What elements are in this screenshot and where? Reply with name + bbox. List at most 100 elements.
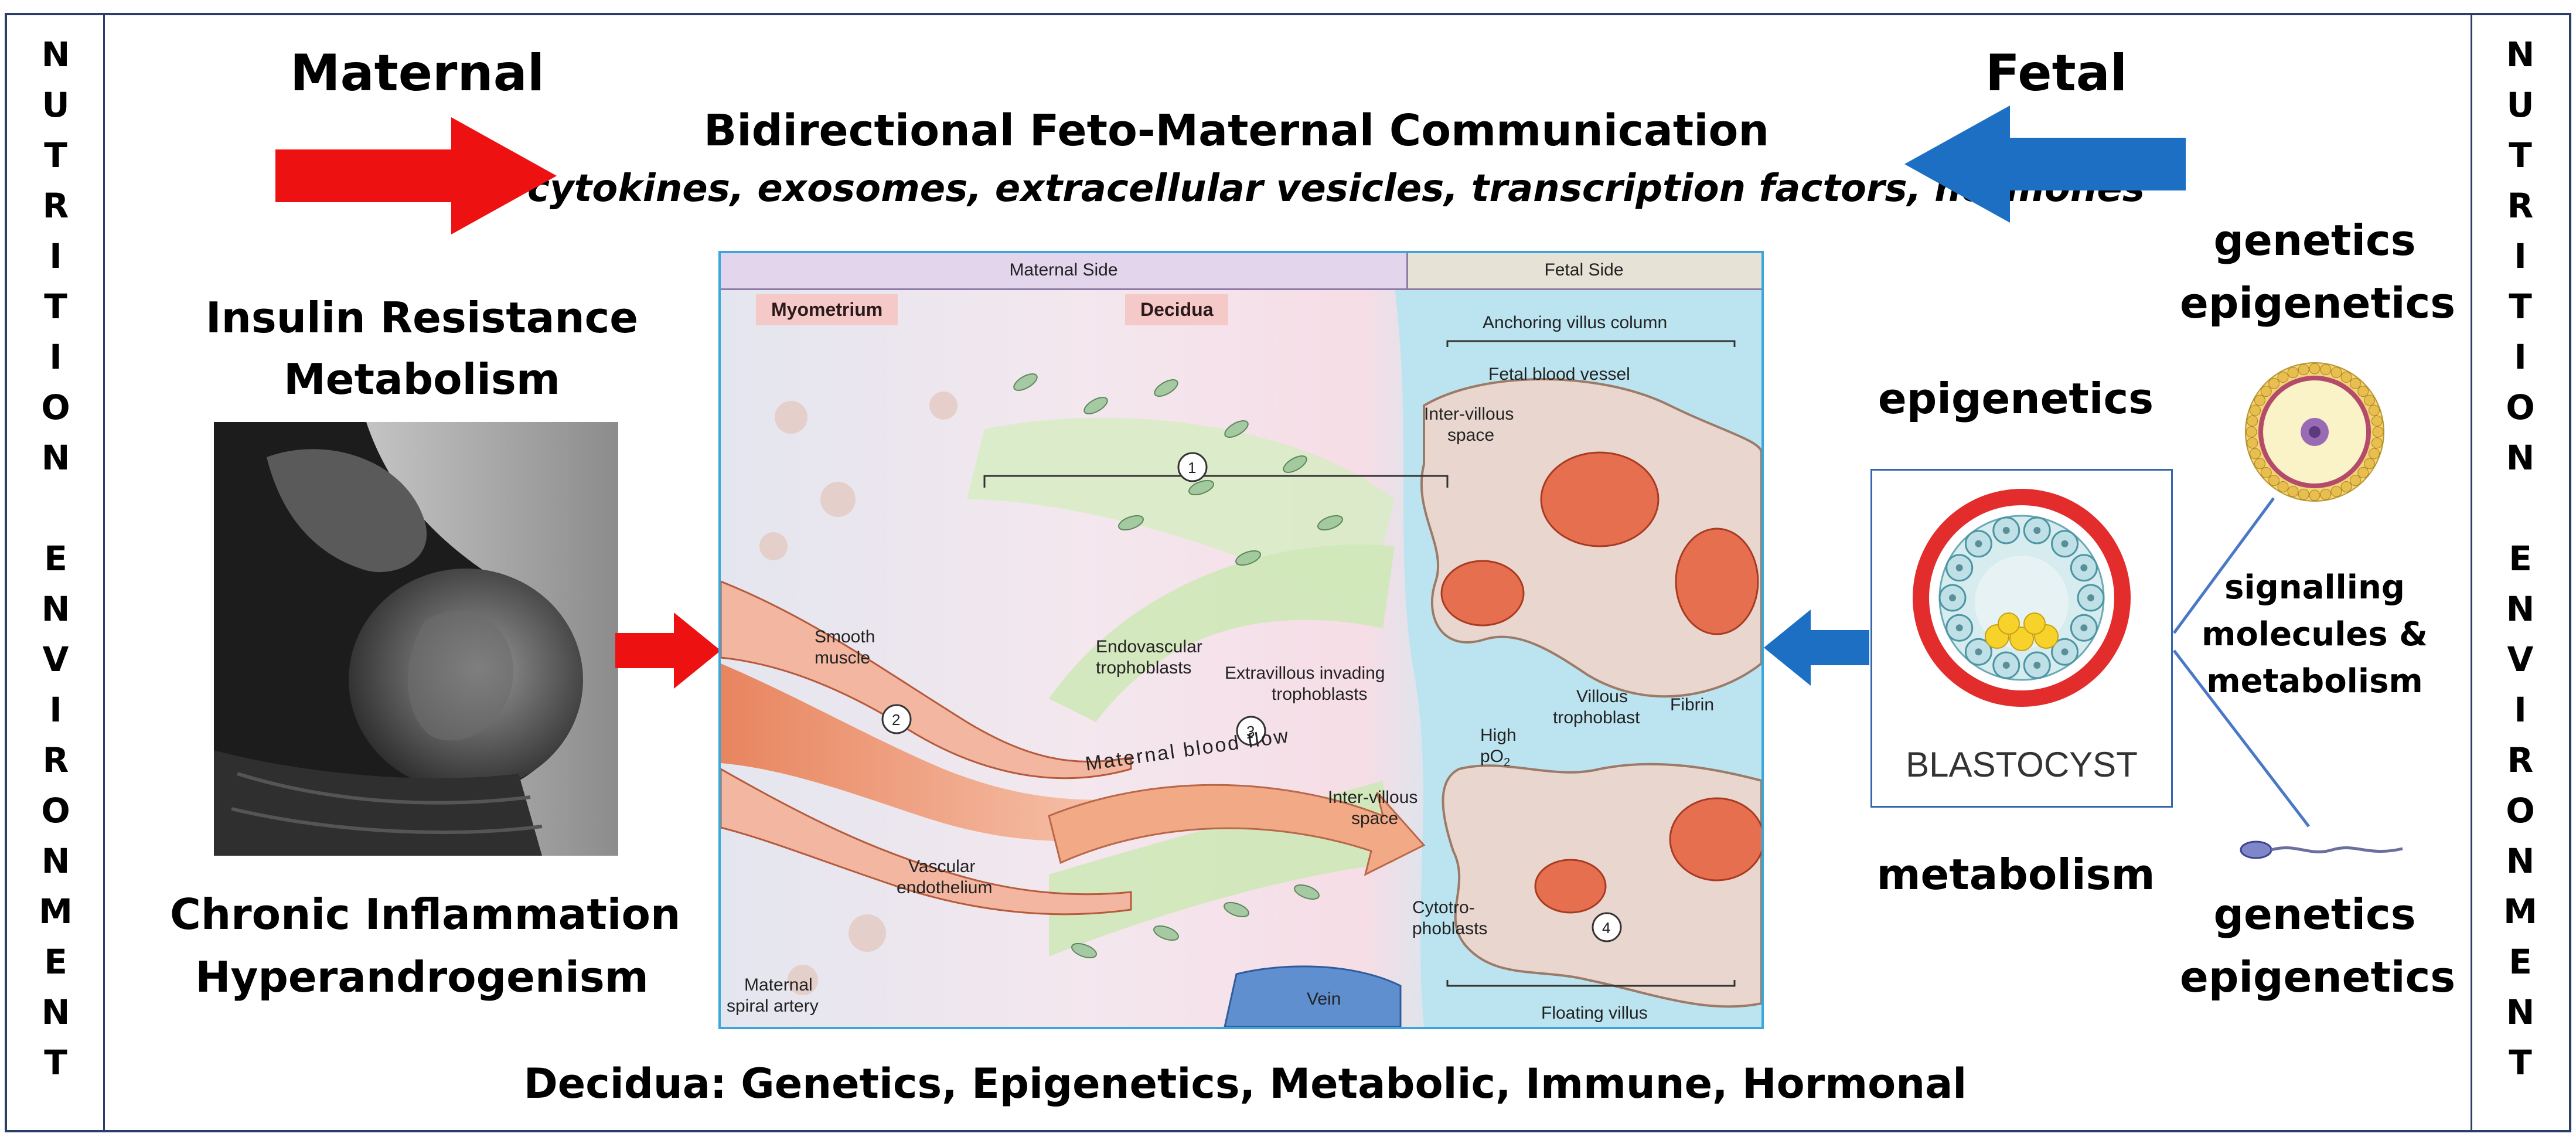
pregnant-silhouette-photo <box>214 422 618 856</box>
right-column-letter: E <box>2509 539 2532 578</box>
oocyte-icon <box>2245 362 2384 502</box>
vascular-endothelium-label-1: Vascular <box>908 857 976 876</box>
right-column-letter: N <box>2506 35 2535 74</box>
left-column-letter: N <box>41 992 70 1032</box>
corona-cell <box>2250 448 2261 460</box>
right-column-letter: O <box>2506 387 2535 427</box>
left-column-letter: V <box>42 639 69 679</box>
decidua-illustration <box>721 288 1761 1027</box>
trophoblast-nucleus <box>2080 624 2088 632</box>
cytotrophoblasts-label-1: Cytotro- <box>1412 898 1475 917</box>
signalling-label-2: molecules & <box>2202 615 2428 654</box>
communication-title: Bidirectional Feto-Maternal Communicatio… <box>703 105 1770 156</box>
left-column-letter: I <box>49 690 62 730</box>
trophoblast-nucleus <box>2033 662 2041 669</box>
signalling-label-3: metabolism <box>2206 662 2423 700</box>
trophoblast-nucleus <box>2002 662 2010 669</box>
metabolism-right-label: metabolism <box>1876 850 2155 899</box>
cytotrophoblasts-label-2: phoblasts <box>1412 919 1488 938</box>
corona-cell <box>2368 448 2380 460</box>
right-column-letter: R <box>2507 186 2534 226</box>
right-column-letter: I <box>2514 337 2527 377</box>
vascular-endothelium-label-2: endothelium <box>897 878 993 897</box>
right-column-letter: N <box>2506 589 2535 629</box>
fetal-arrow-icon <box>1904 105 2186 223</box>
fibrin-label: Fibrin <box>1670 695 1715 714</box>
intervillous-top-label-1: Inter-villous <box>1424 404 1514 424</box>
corona-cell <box>2309 363 2321 375</box>
floating-villus-label: Floating villus <box>1541 1003 1648 1023</box>
right-column-letter: I <box>2514 236 2527 276</box>
maternal-arrow-icon <box>275 117 557 234</box>
left-column-letter: N <box>41 841 70 881</box>
right-column-letter: V <box>2507 639 2534 679</box>
corona-cell <box>2371 415 2383 427</box>
marker-1: 1 <box>1188 459 1197 477</box>
decidua-diagram: Maternal Side Fetal Side Myometrium Deci… <box>718 251 1764 1029</box>
trophoblast-nucleus <box>1975 648 1982 656</box>
smooth-muscle-label-1: Smooth <box>815 627 875 646</box>
corona-cell <box>2268 475 2280 486</box>
outer-frame <box>5 13 2571 1132</box>
corona-cell <box>2260 467 2272 478</box>
myometrium-tag: Myometrium <box>756 294 898 325</box>
corona-cell <box>2250 404 2261 416</box>
left-column-letter: R <box>42 740 69 780</box>
left-column-letter: R <box>42 186 69 226</box>
intervillous-top-label-2: space <box>1447 426 1495 445</box>
right-column-letter: E <box>2509 942 2532 982</box>
left-column-letter: O <box>41 387 70 427</box>
corona-cell <box>2268 377 2280 389</box>
maternal-label: Maternal <box>290 44 545 103</box>
blastocyst-to-decidua-arrow-icon <box>1764 610 1869 686</box>
corona-cell <box>2357 386 2369 397</box>
endovascular-label-2: trophoblasts <box>1096 658 1192 678</box>
trophoblast-nucleus <box>2033 526 2041 534</box>
fetal-side-label: Fetal Side <box>1544 260 1624 280</box>
insulin-resistance-label: Insulin Resistance <box>205 293 639 342</box>
left-column-letter: N <box>41 589 70 629</box>
trophoblast-nucleus <box>1955 624 1963 632</box>
corona-cell <box>2287 367 2299 379</box>
left-divider <box>103 13 105 1132</box>
fetal-blood-vessel-label: Fetal blood vessel <box>1488 365 1630 384</box>
signalling-link-lines <box>2172 497 2310 828</box>
trophoblast-nucleus <box>2061 540 2069 547</box>
left-column-letter: E <box>44 942 67 982</box>
top-epigenetics-label: epigenetics <box>2180 278 2456 328</box>
corona-cell <box>2287 485 2299 497</box>
right-column-letter: T <box>2509 287 2532 326</box>
left-column-letter: M <box>39 891 73 931</box>
intervillous-mid-label-2: space <box>1351 809 1399 828</box>
right-column-letter: N <box>2506 438 2535 478</box>
po2-label: pO2 <box>1480 747 1511 769</box>
sperm-icon <box>2240 840 2403 859</box>
left-column-letter: E <box>44 539 67 578</box>
left-column-letter: T <box>44 287 67 326</box>
corona-cell <box>2254 458 2265 469</box>
endovascular-label-1: Endovascular <box>1096 637 1202 656</box>
corona-cell <box>2371 437 2383 449</box>
metabolism-left-label: Metabolism <box>284 355 560 404</box>
marker-2: 2 <box>892 711 901 729</box>
right-column-letter: N <box>2506 992 2535 1032</box>
epigenetics-label: epigenetics <box>1878 374 2154 423</box>
left-column-letter: I <box>49 337 62 377</box>
corona-cell <box>2309 489 2321 501</box>
bottom-genetics-label: genetics <box>2213 890 2416 939</box>
chronic-inflammation-label: Chronic Inflammation <box>170 890 681 939</box>
marker-3: 3 <box>1246 723 1255 740</box>
blastocyst-icon <box>1913 489 2131 707</box>
extravillous-label-1: Extravillous invading <box>1225 663 1385 683</box>
left-column-letter: U <box>42 85 70 125</box>
corona-cell <box>2364 458 2376 469</box>
fetal-label: Fetal <box>1985 44 2128 103</box>
corona-cell <box>2340 481 2352 493</box>
extravillous-label-2: trophoblasts <box>1272 685 1368 704</box>
communication-subtitle: cytokines, exosomes, extracellular vesic… <box>527 167 2145 210</box>
right-column-letter: U <box>2506 85 2534 125</box>
maternal-to-decidua-arrow-icon <box>615 612 721 689</box>
smooth-muscle-label-2: muscle <box>815 648 871 668</box>
